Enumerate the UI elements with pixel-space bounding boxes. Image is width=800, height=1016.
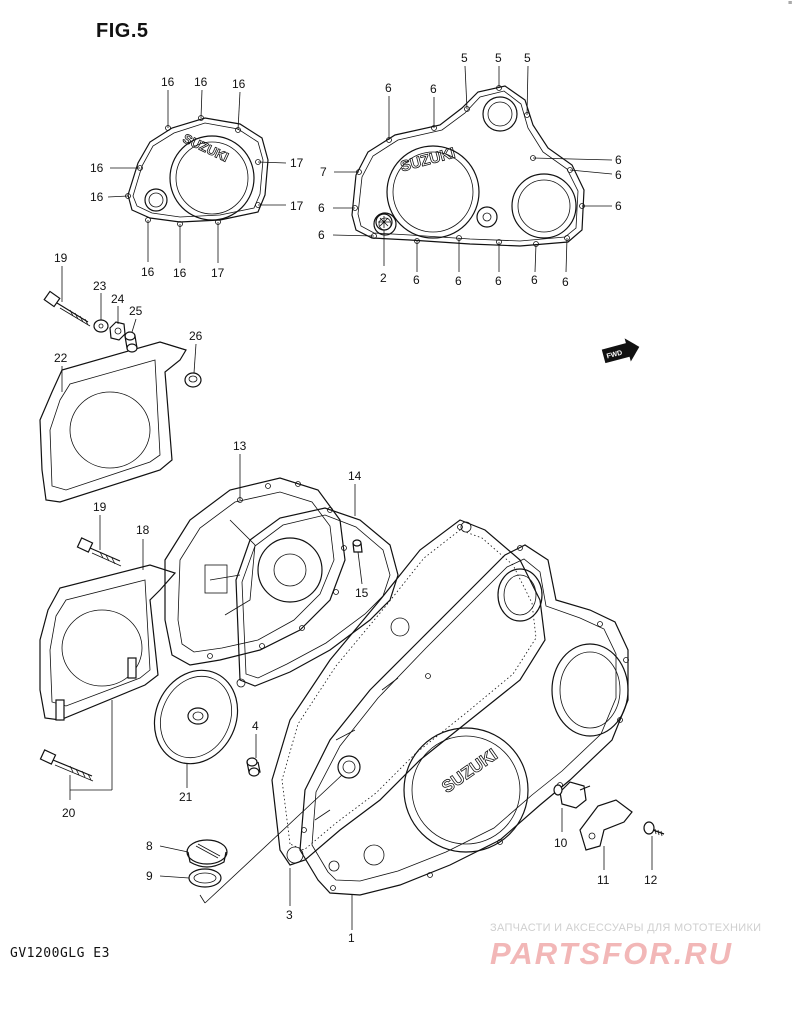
washer-23 [93,319,109,333]
bracket-11 [579,799,633,851]
callout-6: 6 [318,228,325,242]
nut-24 [109,321,126,341]
cover-22 [39,341,187,503]
o-ring-9 [188,868,222,888]
callout-10: 10 [554,836,568,850]
callout-4: 4 [252,719,259,733]
plug-2 [375,213,393,231]
small-outer-cover: SUZUKI [125,115,269,227]
callout-1: 1 [348,931,355,945]
crankcase-cover-1: SUZUKI [299,524,629,896]
callout-14: 14 [348,469,362,483]
callout-7: 7 [320,165,327,179]
cap-21 [153,669,239,765]
callout-11: 11 [597,873,610,887]
fwd-label: FWD [606,350,623,361]
figure-title: FIG.5 [96,20,149,42]
model-code: GV1200GLG E3 [10,946,110,961]
callout-5: 5 [495,51,502,65]
callout-8: 8 [146,839,153,853]
callout-9: 9 [146,869,153,883]
callout-17: 17 [290,199,304,213]
callout-labels: 16 16 16 16 16 16 16 17 17 17 5 5 5 6 6 … [54,51,658,945]
switch-10 [553,781,591,809]
callout-17: 17 [290,156,304,170]
callout-3: 3 [286,908,293,922]
suzuki-logo-main: SUZUKI [438,745,501,797]
callout-12: 12 [644,873,658,887]
dowel-pin-15 [352,539,363,553]
callout-6: 6 [413,273,420,287]
callout-15: 15 [355,586,369,600]
watermark-brand: PARTSFOR.RU [490,936,734,971]
screw-12 [643,821,665,837]
callout-6: 6 [562,275,569,289]
callout-17: 17 [211,266,225,280]
callout-22: 22 [54,351,68,365]
edge-mark: ≡ [788,0,793,7]
suzuki-logo-small: SUZUKI [181,131,231,165]
cover-18 [39,564,177,721]
bolt-19-lower [76,537,122,567]
callout-16: 16 [141,265,155,279]
fwd-arrow-icon: FWD [601,338,640,364]
callout-6: 6 [495,274,502,288]
callout-26: 26 [189,329,203,343]
callout-23: 23 [93,279,107,293]
callout-16: 16 [90,161,104,175]
callout-16: 16 [232,77,246,91]
bolt-19-upper [43,290,91,327]
callout-6: 6 [615,199,622,213]
watermark-subtitle: ЗАПЧАСТИ И АКСЕССУАРЫ ДЛЯ МОТОТЕХНИКИ [490,922,762,934]
callout-16: 16 [161,75,175,89]
callout-6: 6 [385,81,392,95]
bolt-20 [39,749,94,782]
callout-6: 6 [430,82,437,96]
oil-filler-cap-8 [186,839,228,868]
callout-6: 6 [531,273,538,287]
leader-lines [61,65,653,930]
callout-16: 16 [194,75,208,89]
callout-6: 6 [615,168,622,182]
callout-2: 2 [380,271,387,285]
dowel-pin-4 [246,757,261,777]
callout-5: 5 [461,51,468,65]
callout-16: 16 [173,266,187,280]
callout-6: 6 [615,153,622,167]
gasket-14 [235,507,399,688]
callout-20: 20 [62,806,76,820]
suzuki-logo-large-upper: SUZUKI [399,145,457,176]
callout-24: 24 [111,292,125,306]
callout-5: 5 [524,51,531,65]
callout-6: 6 [318,201,325,215]
callout-16: 16 [90,190,104,204]
callout-19: 19 [93,500,107,514]
callout-19: 19 [54,251,68,265]
callout-13: 13 [233,439,247,453]
callout-25: 25 [129,304,143,318]
callout-6: 6 [455,274,462,288]
grommet-26 [184,372,202,388]
callout-18: 18 [136,523,150,537]
callout-21: 21 [179,790,193,804]
generator-cover-13 [164,477,347,666]
gasket-3 [271,519,546,866]
spacer-25 [124,331,138,353]
